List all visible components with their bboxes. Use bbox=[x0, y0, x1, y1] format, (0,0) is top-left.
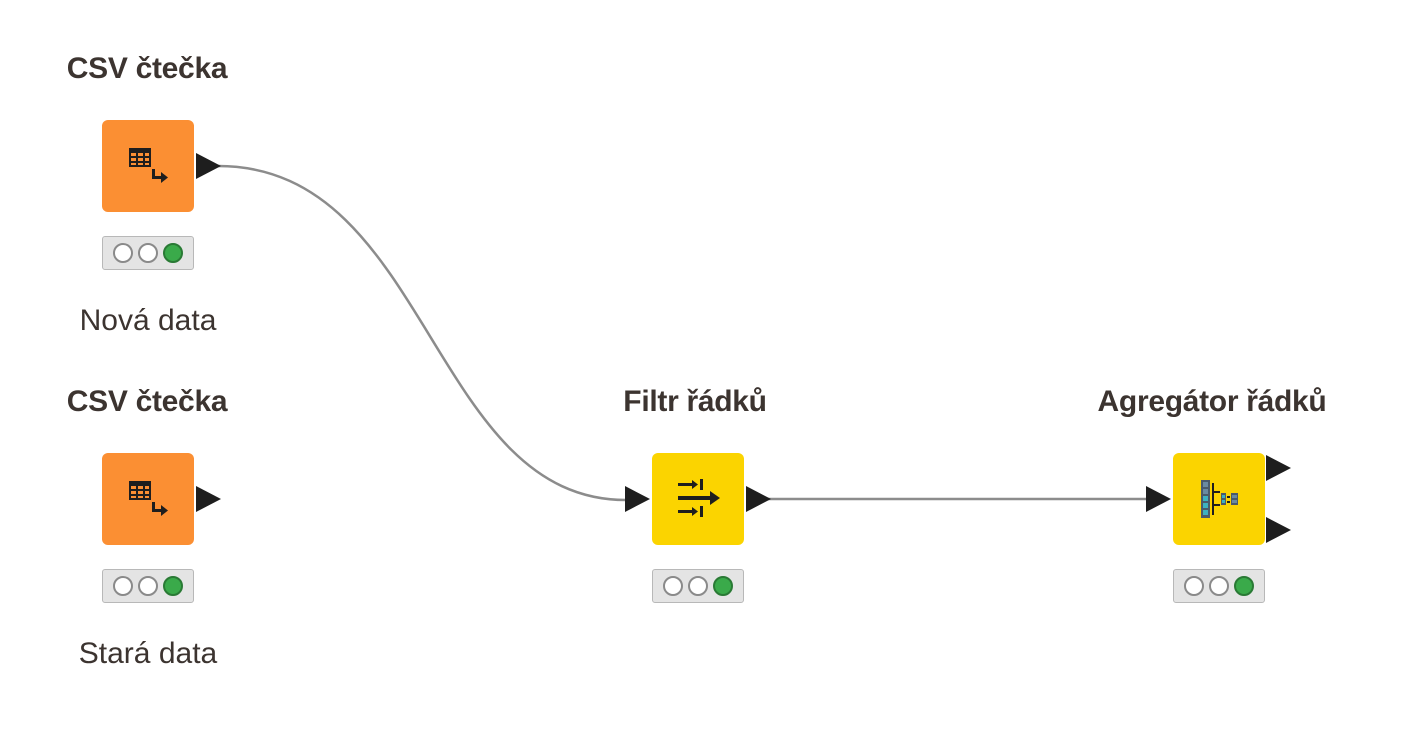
status-light-yellow bbox=[138, 576, 158, 596]
csv-new-output-port[interactable] bbox=[196, 153, 221, 179]
aggregate-icon bbox=[1201, 480, 1238, 518]
row-aggregator-output-port-1[interactable] bbox=[1266, 455, 1291, 481]
node-title: CSV čtečka bbox=[66, 52, 228, 85]
node-label[interactable]: Nová data bbox=[79, 304, 217, 337]
row-aggregator-output-port-2[interactable] bbox=[1266, 517, 1291, 543]
connection-new-to-filter[interactable] bbox=[217, 164, 627, 502]
status-light-green bbox=[1234, 576, 1254, 596]
node-label[interactable]: Stará data bbox=[78, 637, 218, 670]
node-body[interactable] bbox=[102, 120, 194, 212]
node-title: Agregátor řádků bbox=[1097, 385, 1327, 418]
table-arrow-icon bbox=[129, 481, 168, 516]
status-light-yellow bbox=[688, 576, 708, 596]
status-light-red bbox=[113, 576, 133, 596]
node-body[interactable] bbox=[102, 453, 194, 545]
status-light-red bbox=[1184, 576, 1204, 596]
row-filter-output-port[interactable] bbox=[746, 486, 771, 512]
status-light-green bbox=[713, 576, 733, 596]
status-light-green bbox=[163, 243, 183, 263]
node-status-lights bbox=[1173, 569, 1265, 603]
node-title: Filtr řádků bbox=[623, 385, 767, 418]
node-body[interactable] bbox=[1173, 453, 1265, 545]
status-light-yellow bbox=[138, 243, 158, 263]
table-arrow-icon bbox=[129, 148, 168, 183]
status-light-yellow bbox=[1209, 576, 1229, 596]
node-status-lights bbox=[102, 236, 194, 270]
node-body[interactable] bbox=[652, 453, 744, 545]
node-title: CSV čtečka bbox=[66, 385, 228, 418]
filter-arrows-icon bbox=[678, 479, 720, 517]
row-filter-input-port[interactable] bbox=[625, 486, 650, 512]
node-status-lights bbox=[652, 569, 744, 603]
status-light-red bbox=[663, 576, 683, 596]
node-status-lights bbox=[102, 569, 194, 603]
status-light-red bbox=[113, 243, 133, 263]
csv-old-output-port[interactable] bbox=[196, 486, 221, 512]
status-light-green bbox=[163, 576, 183, 596]
row-aggregator-input-port[interactable] bbox=[1146, 486, 1171, 512]
